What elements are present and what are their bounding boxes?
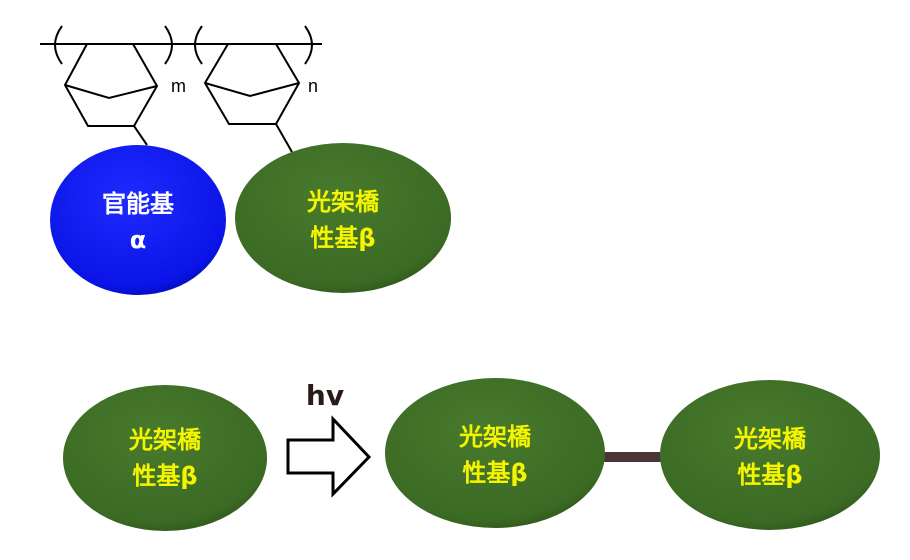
paren-close-m <box>164 25 173 65</box>
photocrosslink-group-beta-product-2: 光架橋 性基β <box>660 380 880 530</box>
subscript-m: m <box>171 76 186 96</box>
beta-product1-line1: 光架橋 <box>458 423 532 451</box>
photocrosslink-group-beta-top: 光架橋 性基β <box>235 143 451 293</box>
subscript-n: n <box>308 76 318 96</box>
beta-reactant-line2: 性基β <box>132 462 197 490</box>
beta-product2-line1: 光架橋 <box>733 425 807 453</box>
reaction-arrow-icon <box>286 415 372 498</box>
paren-open-n <box>194 25 203 65</box>
alpha-line1: 官能基 <box>102 190 175 218</box>
beta-product2-line2: 性基β <box>737 461 802 489</box>
photocrosslink-group-beta-product-1: 光架橋 性基β <box>385 378 605 528</box>
crosslink-bond <box>600 452 670 462</box>
beta-reactant-line1: 光架橋 <box>128 426 202 454</box>
norbornane-ring-n <box>203 43 301 153</box>
polymer-structure <box>40 25 322 153</box>
photocrosslink-group-beta-reactant: 光架橋 性基β <box>63 385 267 531</box>
paren-open-m <box>54 25 63 65</box>
functional-group-alpha: 官能基 α <box>50 145 226 295</box>
norbornane-ring-m <box>63 43 159 146</box>
beta-top-line1: 光架橋 <box>306 188 380 216</box>
alpha-line2: α <box>130 226 147 254</box>
beta-top-line2: 性基β <box>310 224 375 252</box>
beta-product1-line2: 性基β <box>462 459 527 487</box>
hv-label: hv <box>306 379 344 412</box>
paren-close-n <box>304 25 313 65</box>
